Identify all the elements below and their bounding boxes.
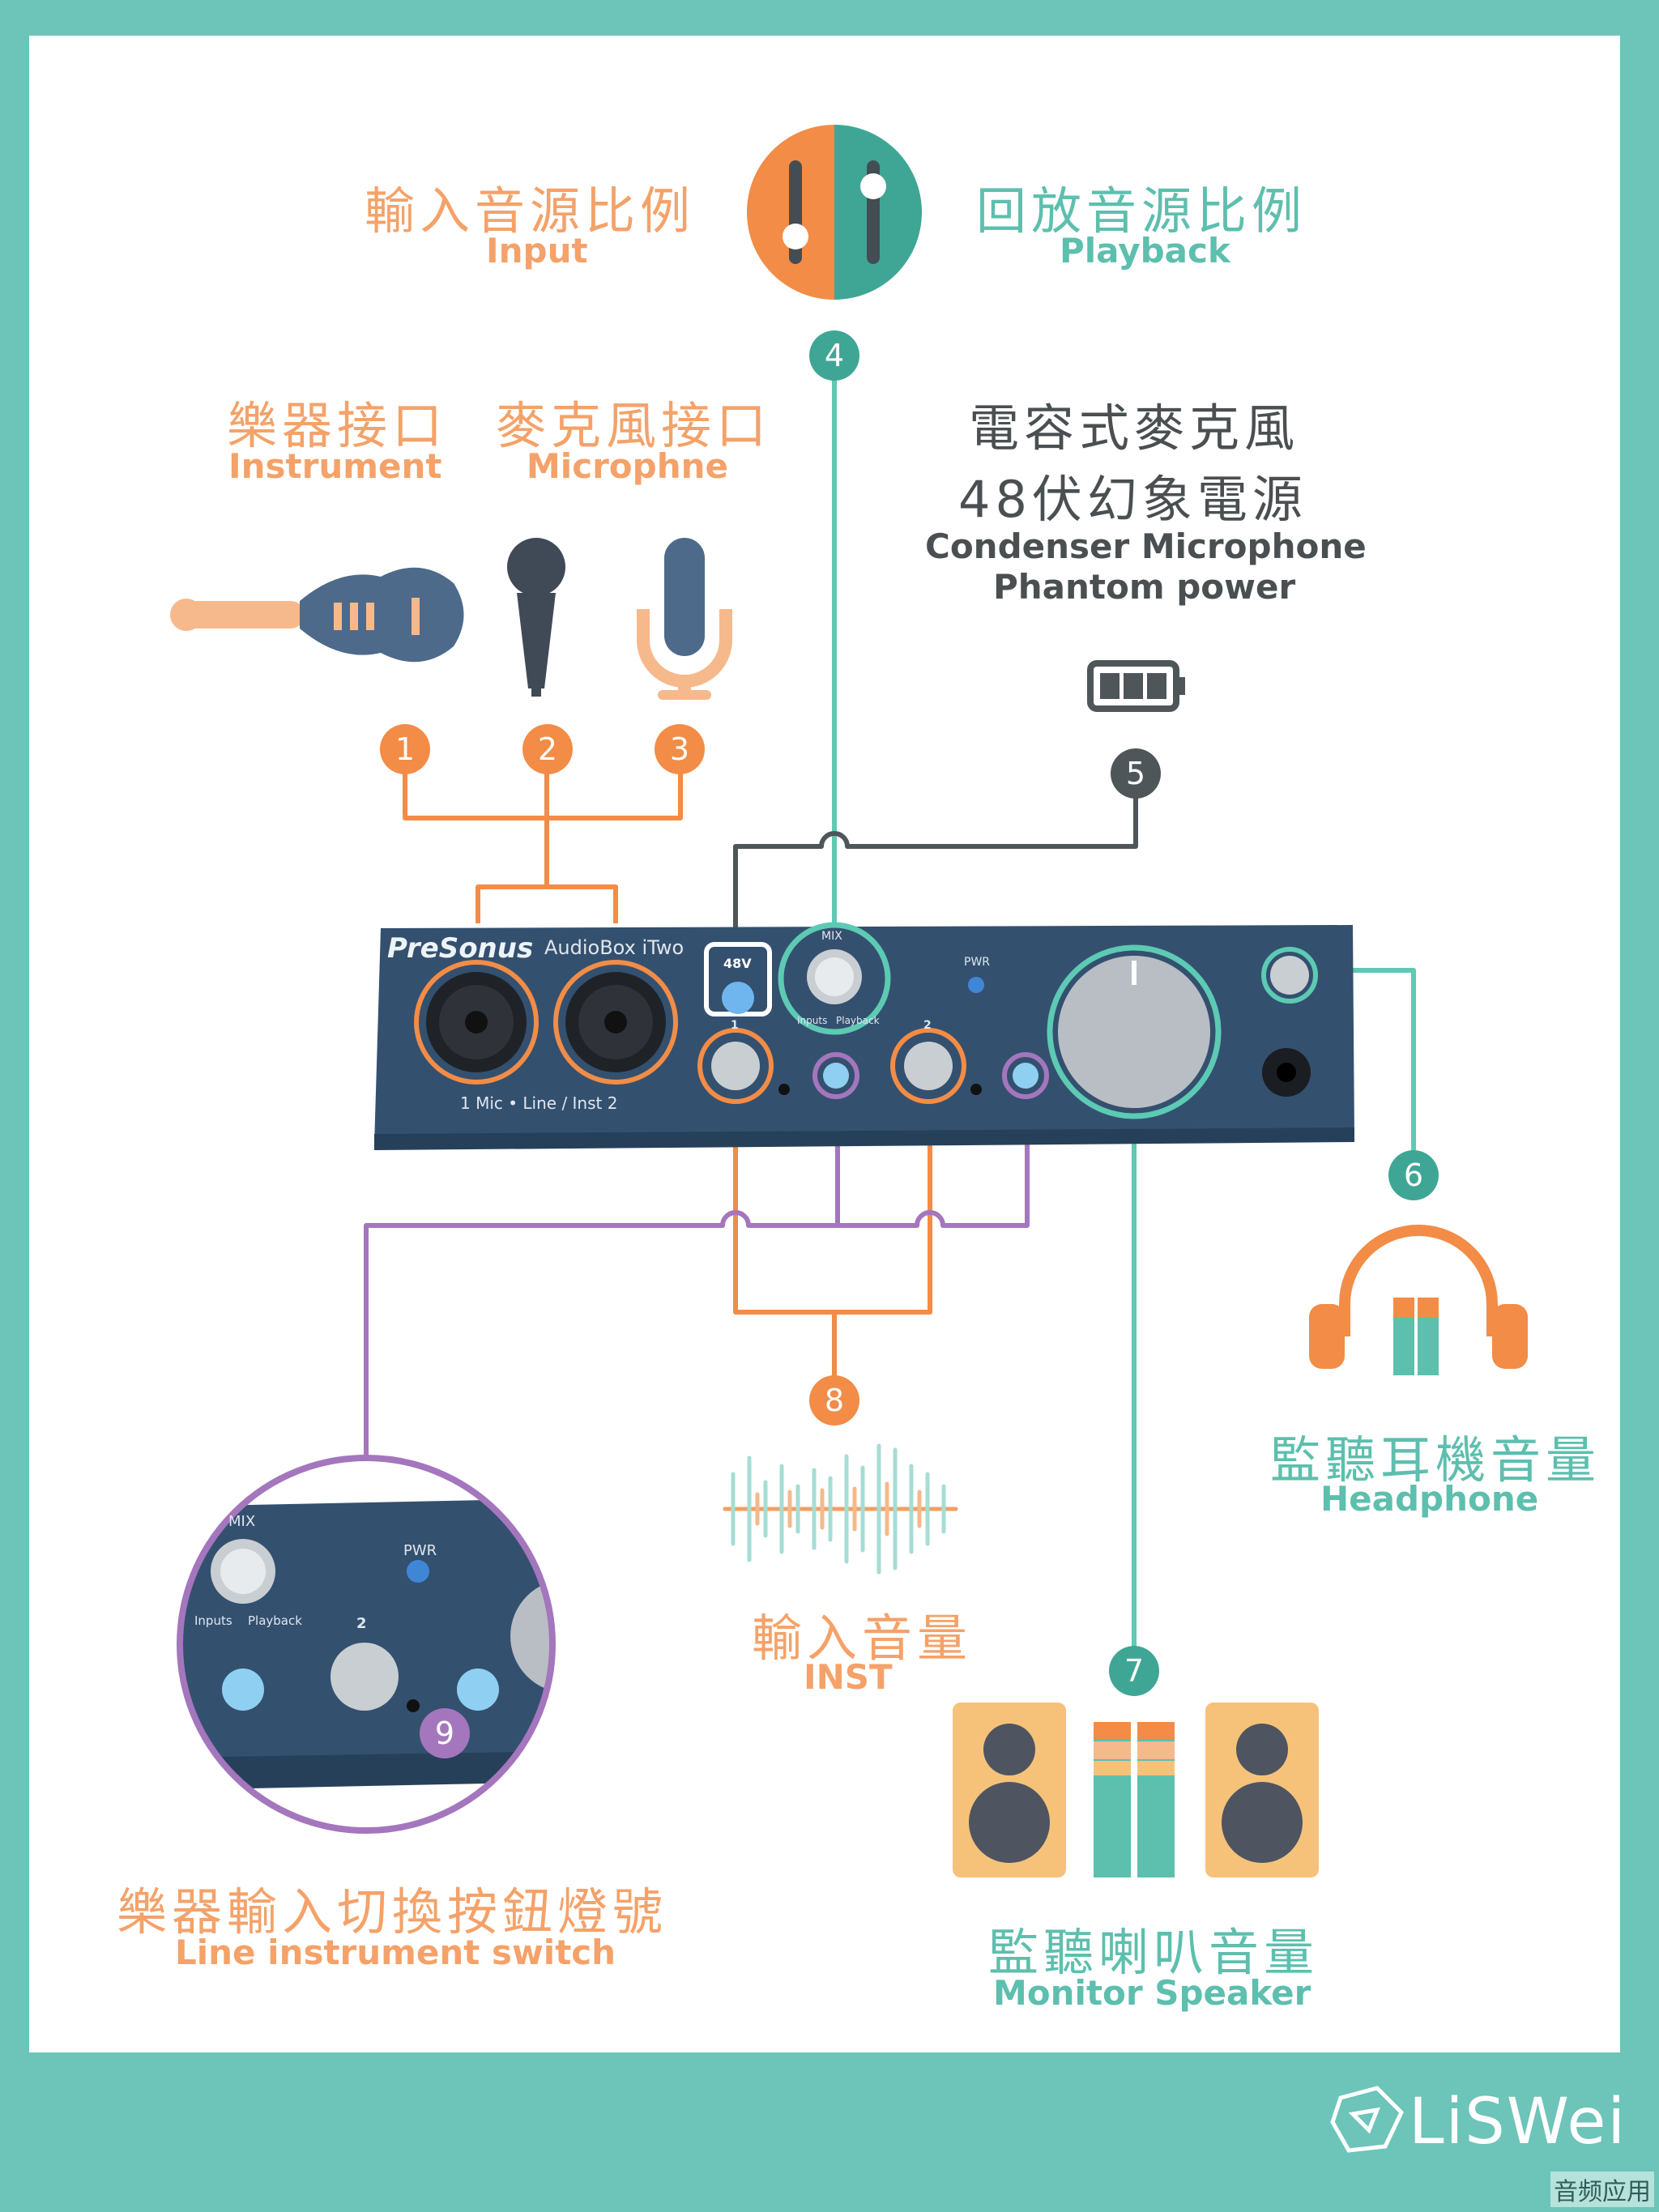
badge-8: 8 <box>809 1375 859 1426</box>
badge-9: 9 <box>420 1708 470 1758</box>
inst-volume-label-zh: 輸入音量 <box>752 1609 973 1668</box>
mix-label: MIX <box>821 930 842 943</box>
speaker-label-zh: 監聽喇叭音量 <box>988 1923 1320 1982</box>
switch-label-zh: 樂器輸入切換按鈕燈號 <box>117 1882 668 1941</box>
line-5 <box>733 798 1138 940</box>
badge-2: 2 <box>522 724 573 774</box>
microphone-label-zh: 麥克風接口 <box>496 396 772 455</box>
watermark-text: 音频应用 <box>1550 2172 1654 2207</box>
playback-label-en: Playback <box>1060 231 1230 271</box>
handheld-mic-icon <box>507 538 565 697</box>
inst-volume-label-en: INST <box>804 1657 893 1697</box>
level-meter-icon <box>1094 1722 1175 1877</box>
playback-label-zh: 回放音源比例 <box>976 181 1307 241</box>
zoom-ch2-label: 2 <box>356 1615 367 1632</box>
xlr-jack-2 <box>553 960 678 1085</box>
instrument-label-zh: 樂器接口 <box>227 396 448 455</box>
pwr-label: PWR <box>964 956 991 969</box>
zoom-inset <box>177 1455 556 1834</box>
phantom-label-en-2: Phantom power <box>993 567 1296 607</box>
waveform-icon <box>723 1443 958 1575</box>
headphone-icon <box>1309 1225 1528 1375</box>
badge-1: 1 <box>380 724 430 774</box>
speaker-right <box>1205 1703 1319 1877</box>
badge-5: 5 <box>1111 748 1161 799</box>
brand-logo-text: LiSWei <box>1409 2086 1627 2159</box>
liswei-logo-icon <box>1330 2086 1405 2153</box>
gain-2-label: 2 <box>923 1019 932 1032</box>
phantom-label-zh-2: 48伏幻象電源 <box>958 470 1307 529</box>
line-8 <box>733 1102 932 1377</box>
audio-interface <box>374 922 1354 1150</box>
speaker-left <box>953 1703 1066 1877</box>
phantom-label-en-1: Condenser Microphone <box>925 526 1367 566</box>
mix-inputs-label: Inputs <box>797 1015 828 1026</box>
headphone-label-en: Headphone <box>1320 1479 1539 1519</box>
mix-playback-label: Playback <box>836 1015 880 1026</box>
xlr-jack-1 <box>414 960 539 1085</box>
input-label-en: Input <box>486 231 588 271</box>
instrument-label-en: Instrument <box>228 446 442 486</box>
phantom-48v-label[interactable]: 48V <box>723 956 752 971</box>
zoom-pwr-label: PWR <box>403 1542 437 1559</box>
battery-icon <box>1087 660 1185 712</box>
guitar-icon <box>170 567 464 663</box>
mix-slider-icon <box>747 125 922 300</box>
switch-label-en: Line instrument switch <box>175 1933 616 1972</box>
badge-7: 7 <box>1109 1646 1159 1696</box>
zoom-inputs-label: Inputs <box>194 1613 232 1628</box>
zoom-playback-label: Playback <box>248 1613 302 1628</box>
line-1-2-3 <box>403 771 683 923</box>
device-brand: PreSonus <box>387 932 534 965</box>
badge-4: 4 <box>809 330 859 381</box>
zoom-mix-label: MIX <box>228 1513 256 1530</box>
badge-6: 6 <box>1388 1150 1439 1200</box>
microphone-label-en: Microphne <box>527 446 729 486</box>
badge-3: 3 <box>655 724 705 774</box>
jack-caption: 1 Mic • Line / Inst 2 <box>460 1093 618 1113</box>
headphone-label-zh: 監聽耳機音量 <box>1270 1430 1601 1490</box>
phantom-label-zh-1: 電容式麥克風 <box>969 399 1300 458</box>
gain-1-label: 1 <box>731 1019 739 1032</box>
condenser-mic-icon <box>637 538 732 700</box>
device-model: AudioBox iTwo <box>544 936 684 959</box>
input-label-zh: 輸入音源比例 <box>365 181 696 241</box>
speaker-label-en: Monitor Speaker <box>993 1973 1311 2013</box>
